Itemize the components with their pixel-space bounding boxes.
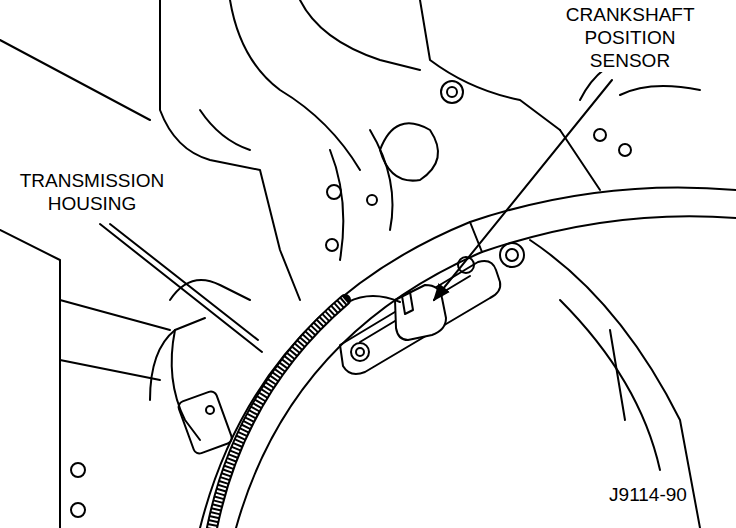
part-label: CRANKSHAFT POSITION SENSOR (564, 4, 696, 72)
figure-number: J9114-90 (607, 484, 689, 507)
part-label: TRANSMISSION HOUSING (18, 170, 167, 216)
